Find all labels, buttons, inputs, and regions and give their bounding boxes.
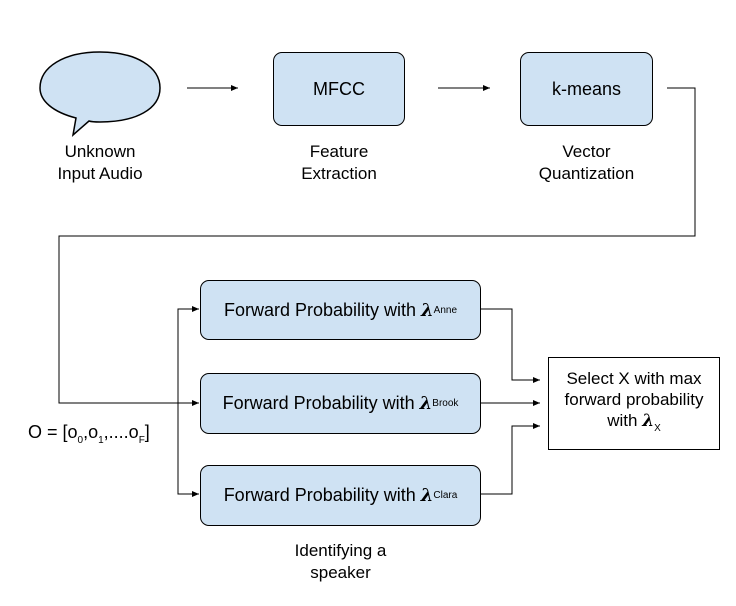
kmeans-label: k-means <box>551 78 622 99</box>
observation-sequence: O = [o0,o1,....oF] <box>28 422 150 446</box>
audio-caption: Unknown Input Audio <box>57 142 143 183</box>
arrow-anne-to-select <box>481 308 540 383</box>
mfcc-label: MFCC <box>313 78 365 99</box>
kmeans-box: k-means <box>520 52 653 126</box>
speech-bubble-icon <box>39 51 161 137</box>
forward-caption: Identifying a speaker <box>294 541 387 582</box>
arrow-branch-anne <box>177 306 199 403</box>
mfcc-caption: Feature Extraction <box>301 142 377 183</box>
kmeans-caption: Vector Quantization <box>538 142 635 183</box>
select-max-box: Select X with max forward probability wi… <box>548 357 720 450</box>
arrow-kmeans-to-forward <box>58 87 696 406</box>
arrow-clara-to-select <box>481 423 540 495</box>
arrow-branch-clara <box>177 403 199 497</box>
mfcc-box: MFCC <box>273 52 405 126</box>
